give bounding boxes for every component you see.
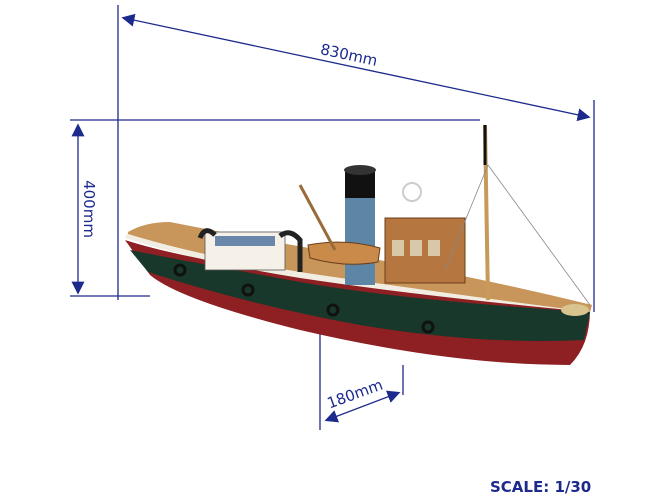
beam-arrow bbox=[324, 390, 401, 423]
length-arrow bbox=[121, 13, 591, 122]
boat-superstructure bbox=[173, 124, 591, 334]
dimension-lines bbox=[70, 5, 595, 430]
height-label: 400mm bbox=[79, 180, 98, 238]
scale-label: SCALE: 1/30 bbox=[490, 478, 592, 496]
